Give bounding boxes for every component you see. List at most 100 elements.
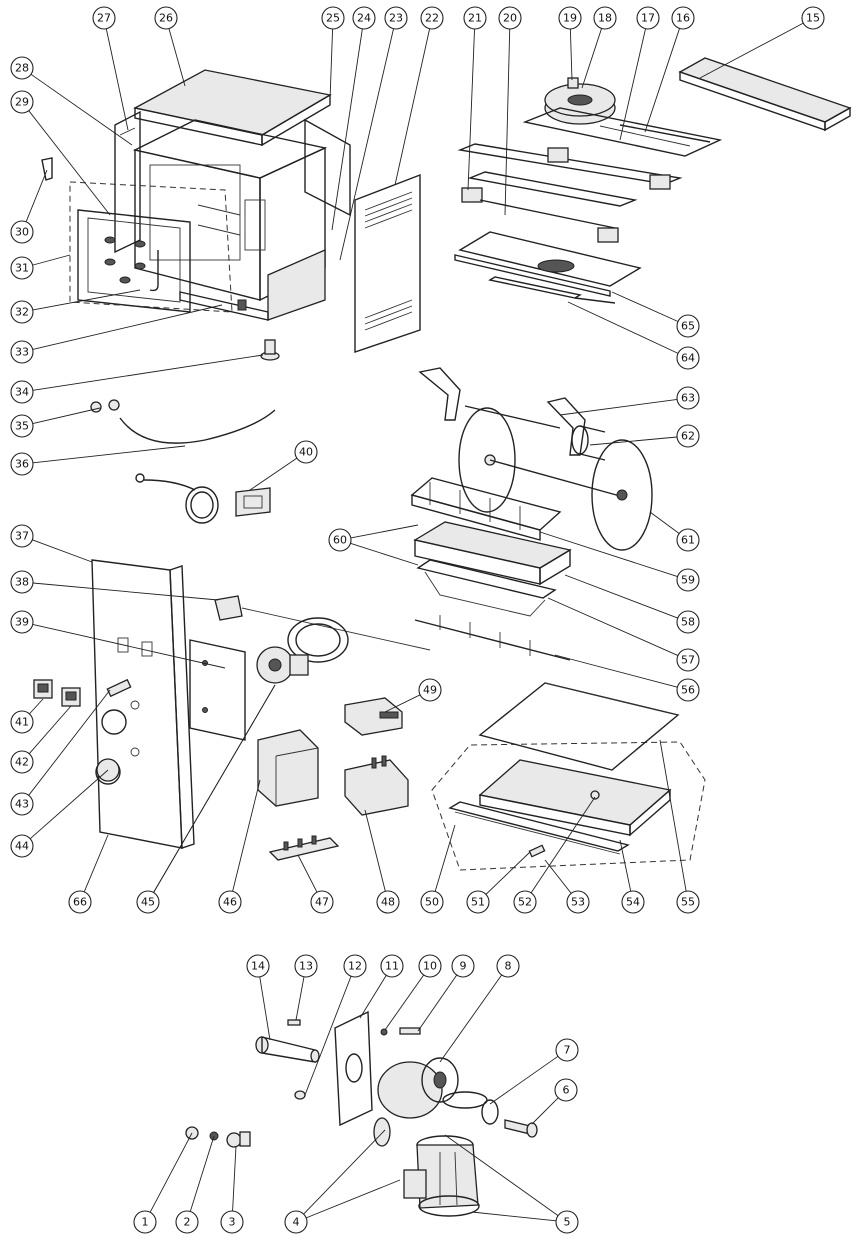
leader-line-54 — [619, 839, 632, 892]
callout-25: 25 — [321, 6, 345, 30]
callout-41: 41 — [10, 710, 34, 734]
callout-number: 41 — [15, 716, 29, 729]
leader-line-17 — [619, 28, 646, 141]
leader-line-30 — [25, 169, 48, 222]
leader-line-60 — [350, 524, 419, 539]
callout-circle — [676, 346, 700, 370]
drive-shaft-bar — [619, 124, 711, 143]
gearbox-flange — [334, 1010, 373, 1127]
base-frame — [179, 291, 269, 321]
callout-21: 21 — [463, 6, 487, 30]
leader-line-51 — [485, 851, 531, 895]
callout-number: 5 — [564, 1216, 571, 1229]
door-dashed-outline — [69, 181, 233, 313]
callout-circle — [246, 954, 270, 978]
callout-52: 52 — [513, 890, 537, 914]
callout-circle — [294, 440, 318, 464]
drawer-dashed-outline — [431, 741, 706, 871]
electric-motor — [403, 1135, 480, 1217]
callout-36: 36 — [10, 452, 34, 476]
callout-number: 40 — [299, 446, 313, 459]
leader-line-62 — [589, 436, 678, 446]
callout-number: 55 — [681, 896, 695, 909]
leader-line-13 — [295, 976, 305, 1021]
callout-circle — [175, 1210, 199, 1234]
callout-28: 28 — [10, 56, 34, 80]
small-screw — [294, 1090, 306, 1100]
overload-relay — [344, 755, 409, 816]
callout-circle — [498, 6, 522, 30]
callout-58: 58 — [676, 610, 700, 634]
cabinet-side-panel-right — [304, 118, 351, 217]
control-front-panel — [91, 559, 195, 849]
callout-number: 25 — [326, 12, 340, 25]
gearbox-cover — [373, 1117, 391, 1147]
callout-number: 35 — [15, 420, 29, 433]
callout-number: 54 — [626, 896, 640, 909]
rocker-switch-1 — [33, 679, 53, 699]
callout-circle — [68, 890, 92, 914]
callout-number: 43 — [15, 798, 29, 811]
drawer-screw — [528, 844, 546, 858]
relay-cover — [344, 697, 403, 736]
callout-number: 45 — [141, 896, 155, 909]
callout-number: 15 — [806, 12, 820, 25]
indicator-lamp — [106, 678, 132, 698]
callout-16: 16 — [671, 6, 695, 30]
callout-number: 7 — [564, 1044, 571, 1057]
cabinet-body — [132, 119, 328, 321]
callout-63: 63 — [676, 386, 700, 410]
leader-line-21 — [467, 28, 476, 191]
leader-line-57 — [547, 597, 679, 656]
callout-circle — [133, 1210, 157, 1234]
callout-33: 33 — [10, 340, 34, 364]
washer-small — [380, 1028, 388, 1036]
spit-support-bracket-left — [418, 367, 461, 421]
callout-number: 61 — [681, 534, 695, 547]
callout-circle — [294, 954, 318, 978]
drawer-slide-rail — [448, 801, 630, 855]
callout-circle — [466, 890, 490, 914]
cabinet-top-panel — [133, 69, 332, 147]
callout-circle — [671, 6, 695, 30]
callout-number: 20 — [503, 12, 517, 25]
leader-line-2 — [189, 1135, 215, 1212]
callout-circle — [10, 610, 34, 634]
callout-number: 29 — [15, 96, 29, 109]
leader-line-36 — [32, 445, 186, 464]
callout-number: 27 — [97, 12, 111, 25]
leader-line-5 — [444, 1134, 559, 1216]
callout-44: 44 — [10, 834, 34, 858]
callout-50: 50 — [420, 890, 444, 914]
leader-line-10 — [384, 974, 425, 1031]
callout-number: 3 — [229, 1216, 236, 1229]
leader-line-42 — [28, 705, 72, 755]
callout-circle — [10, 220, 34, 244]
callout-circle — [92, 6, 116, 30]
leader-line-39 — [32, 623, 226, 669]
spit-fork-rod — [414, 615, 571, 661]
callout-circle — [10, 792, 34, 816]
callout-number: 58 — [681, 616, 695, 629]
leader-line-65 — [611, 291, 679, 322]
leader-line-45 — [153, 684, 276, 893]
thermostat-block — [235, 487, 271, 517]
spit-axle — [489, 459, 621, 497]
leader-line-9 — [417, 974, 458, 1032]
leader-line-29 — [28, 110, 111, 216]
leader-line-4 — [303, 1129, 386, 1215]
callout-circle — [420, 890, 444, 914]
leader-line-12 — [304, 976, 352, 1096]
callout-15: 15 — [801, 6, 825, 30]
callout-31: 31 — [10, 256, 34, 280]
leader-line-60 — [350, 542, 419, 566]
callout-circle — [676, 424, 700, 448]
callout-number: 14 — [251, 960, 265, 973]
callout-9: 9 — [451, 954, 475, 978]
callout-number: 8 — [505, 960, 512, 973]
callout-number: 51 — [471, 896, 485, 909]
callout-circle — [676, 568, 700, 592]
callout-number: 19 — [563, 12, 577, 25]
callout-number: 24 — [357, 12, 371, 25]
